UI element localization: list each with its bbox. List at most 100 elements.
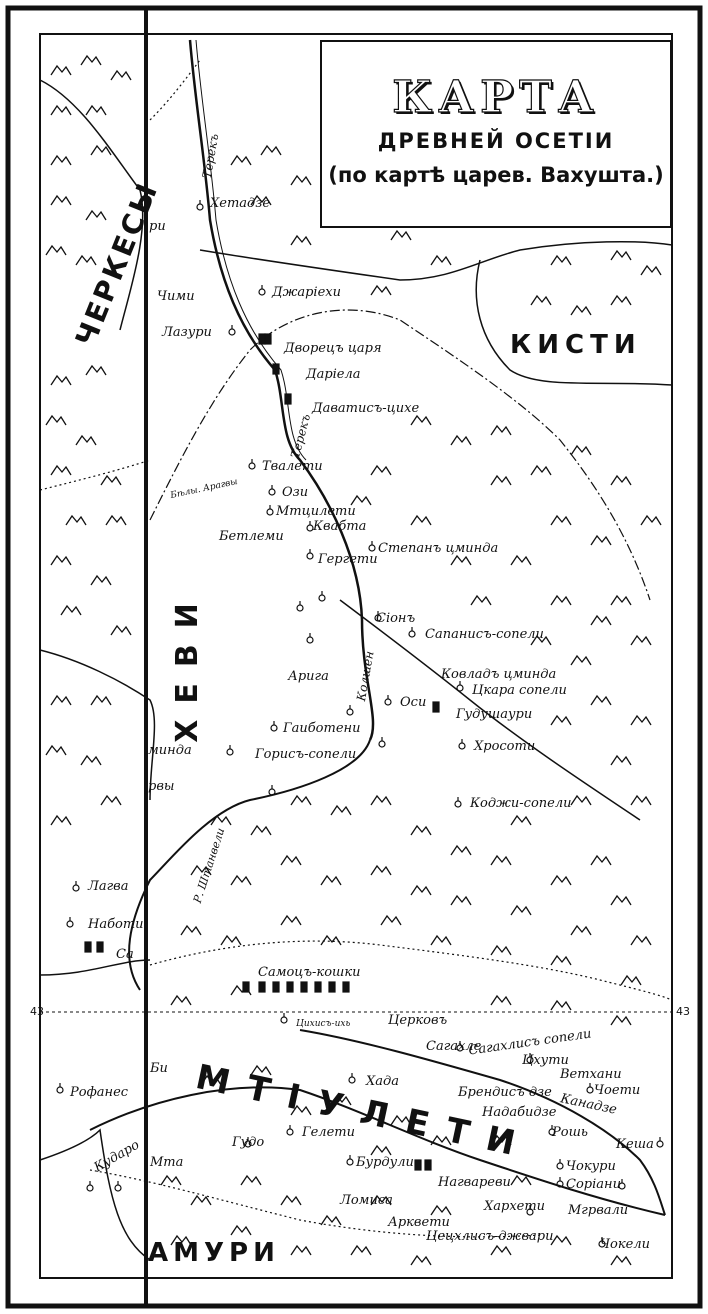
outer-frame bbox=[5, 5, 703, 1309]
mountain-mark bbox=[590, 694, 612, 706]
mountain-mark bbox=[610, 594, 632, 606]
settlement-marker bbox=[454, 800, 462, 808]
place-tskara: Цкара сопели bbox=[472, 683, 567, 698]
mountain-mark bbox=[590, 614, 612, 626]
mountain-mark bbox=[550, 874, 572, 886]
mountain-mark bbox=[410, 824, 432, 836]
settlement-marker bbox=[306, 552, 314, 560]
mountain-mark bbox=[350, 494, 372, 506]
mountain-mark bbox=[290, 1244, 312, 1256]
mountain-mark bbox=[390, 229, 412, 241]
settlement-marker bbox=[72, 884, 80, 892]
place-davatis: Даватисъ-цихе bbox=[312, 401, 420, 416]
place-geleti: Гелети bbox=[302, 1125, 355, 1140]
mountain-mark bbox=[410, 414, 432, 426]
map-source: (по картѣ царев. Вахушта.) bbox=[328, 163, 664, 187]
mountain-mark bbox=[290, 1104, 312, 1116]
mountain-mark bbox=[610, 1254, 632, 1266]
mountain-mark bbox=[450, 434, 472, 446]
mountain-mark bbox=[430, 1134, 452, 1146]
place-gudushauri: Гудушаури bbox=[456, 707, 533, 722]
mountain-mark bbox=[45, 744, 67, 756]
mountain-mark bbox=[45, 244, 67, 256]
settlement-marker bbox=[196, 203, 204, 211]
mountain-mark bbox=[410, 514, 432, 526]
settlement-marker bbox=[270, 724, 278, 732]
mountain-mark bbox=[250, 1064, 272, 1076]
mountain-mark bbox=[570, 794, 592, 806]
settlement-marker bbox=[378, 740, 386, 748]
mountain-mark bbox=[390, 1114, 412, 1126]
place-ozi: Ози bbox=[282, 485, 309, 500]
tower-symbol bbox=[284, 393, 292, 405]
settlement-marker bbox=[296, 604, 304, 612]
mountain-mark bbox=[610, 294, 632, 306]
mountain-mark bbox=[430, 934, 452, 946]
mountain-mark bbox=[550, 594, 572, 606]
mountain-mark bbox=[210, 814, 232, 826]
mountain-mark bbox=[250, 194, 272, 206]
mountain-mark bbox=[290, 234, 312, 246]
mountain-mark bbox=[250, 824, 272, 836]
mountain-mark bbox=[550, 954, 572, 966]
mountain-mark bbox=[570, 924, 592, 936]
place-tvaleti: Твалети bbox=[262, 459, 323, 474]
settlement-marker bbox=[556, 1162, 564, 1170]
latitude-label-right: 43 bbox=[676, 1005, 690, 1018]
mountain-mark bbox=[50, 374, 72, 386]
settlement-marker bbox=[346, 708, 354, 716]
region-khevi: ХЕВИ bbox=[169, 587, 205, 743]
settlement-marker bbox=[258, 288, 266, 296]
mountain-mark bbox=[610, 894, 632, 906]
settlement-marker bbox=[248, 462, 256, 470]
boundary-kisti bbox=[199, 240, 673, 281]
settlement-marker bbox=[348, 1076, 356, 1084]
region-kisti: КИСТИ bbox=[510, 330, 642, 360]
mountain-mark bbox=[550, 714, 572, 726]
settlement-marker bbox=[384, 698, 392, 706]
title-cartouche: КАРТА ДРЕВНЕЙ ОСЕТІИ (по картѣ царев. Ва… bbox=[320, 40, 672, 228]
mountain-mark bbox=[640, 264, 662, 276]
place-mta: Мта bbox=[150, 1155, 184, 1170]
settlement-marker bbox=[226, 748, 234, 756]
tower-symbol bbox=[314, 981, 322, 993]
mountain-mark bbox=[620, 974, 642, 986]
boundary-kisti-2 bbox=[475, 259, 673, 386]
mountain-mark bbox=[280, 914, 302, 926]
place-rofanes: Рофанес bbox=[70, 1085, 129, 1100]
mountain-hatching bbox=[45, 54, 662, 1266]
settlement-marker bbox=[368, 544, 376, 552]
mountain-mark bbox=[490, 424, 512, 436]
place-vetkhani: Ветхани bbox=[560, 1067, 622, 1082]
mountain-mark bbox=[170, 994, 192, 1006]
mountain-mark bbox=[550, 514, 572, 526]
tower-symbol bbox=[328, 981, 336, 993]
mountain-mark bbox=[85, 209, 107, 221]
mountain-mark bbox=[370, 464, 392, 476]
mountain-mark bbox=[230, 1224, 252, 1236]
side-stream bbox=[339, 599, 641, 821]
boundary-south-line-2 bbox=[39, 1128, 151, 1261]
mountain-mark bbox=[570, 654, 592, 666]
mountain-mark bbox=[80, 754, 102, 766]
mountain-mark bbox=[550, 1234, 572, 1246]
tower-symbol bbox=[342, 981, 350, 993]
settlement-marker bbox=[66, 920, 74, 928]
mountain-mark bbox=[290, 174, 312, 186]
place-dariela: Даріела bbox=[306, 367, 361, 382]
place-arkveti: Арквети bbox=[388, 1215, 450, 1230]
place-mgrevali: Мгрвали bbox=[568, 1203, 629, 1218]
mountain-mark bbox=[190, 864, 212, 876]
place-nagvarevi: Нагвареви bbox=[438, 1175, 511, 1190]
place-tsikhis: Цихисъ-ихь bbox=[296, 1019, 351, 1029]
settlement-marker bbox=[456, 684, 464, 692]
mountain-mark bbox=[450, 844, 472, 856]
mountain-mark bbox=[190, 1194, 212, 1206]
mountain-mark bbox=[50, 104, 72, 116]
settlement-marker bbox=[286, 1128, 294, 1136]
mountain-mark bbox=[50, 464, 72, 476]
mountain-mark bbox=[90, 694, 112, 706]
mountain-mark bbox=[490, 474, 512, 486]
place-gergeti: Гергети bbox=[318, 552, 378, 567]
